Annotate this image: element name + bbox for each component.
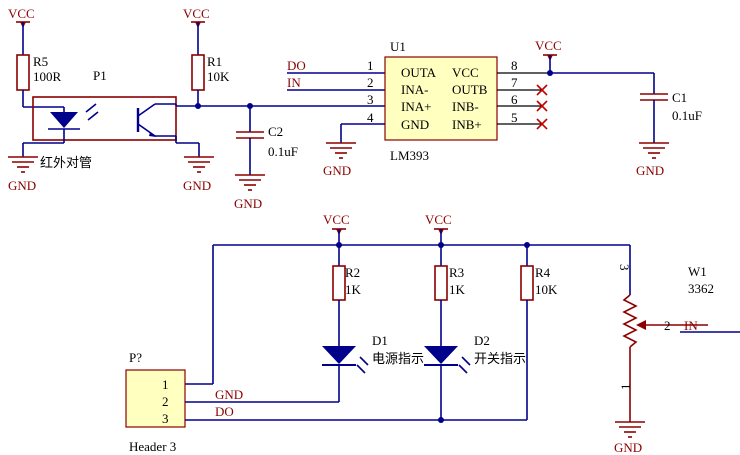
d1-led: D1 电源指示 [322, 333, 424, 402]
svg-text:7: 7 [511, 75, 518, 90]
svg-text:R3: R3 [449, 265, 464, 280]
svg-text:R5: R5 [33, 54, 48, 69]
u1-vcc: VCC [535, 38, 654, 76]
svg-text:GND: GND [401, 117, 429, 132]
c1-capacitor: C1 0.1uF GND [636, 73, 702, 178]
svg-text:100R: 100R [33, 69, 62, 84]
c2-capacitor: C2 0.1uF GND [234, 106, 298, 211]
r3-vcc: VCC [425, 212, 452, 266]
r1-resistor: R1 10K [191, 54, 230, 106]
svg-text:P1: P1 [93, 68, 107, 83]
vcc-rail-bottom [185, 242, 631, 385]
u1-gnd: GND [323, 123, 385, 178]
svg-text:D1: D1 [372, 333, 388, 348]
svg-text:INB+: INB+ [452, 117, 482, 132]
svg-text:VCC: VCC [535, 38, 562, 53]
svg-text:R1: R1 [207, 54, 222, 69]
svg-text:10K: 10K [535, 282, 558, 297]
svg-text:8: 8 [511, 58, 518, 73]
svg-text:GND: GND [215, 387, 243, 402]
svg-text:DO: DO [287, 58, 306, 73]
svg-text:R2: R2 [345, 265, 360, 280]
svg-text:OUTA: OUTA [401, 65, 437, 80]
svg-text:INB-: INB- [452, 99, 479, 114]
r2-vcc: VCC [323, 212, 350, 266]
svg-text:3362: 3362 [688, 281, 714, 296]
svg-text:1: 1 [618, 384, 633, 391]
svg-text:1K: 1K [345, 282, 362, 297]
svg-text:INA-: INA- [401, 82, 428, 97]
svg-text:1K: 1K [449, 282, 466, 297]
svg-text:OUTB: OUTB [452, 82, 488, 97]
do-in-nets: DO IN [287, 58, 385, 91]
svg-text:GND: GND [614, 440, 642, 455]
svg-text:5: 5 [511, 110, 518, 125]
r1-vcc: VCC [183, 6, 210, 55]
svg-text:DO: DO [215, 404, 234, 419]
r5-vcc: VCC [8, 6, 35, 55]
svg-text:GND: GND [323, 163, 351, 178]
svg-text:0.1uF: 0.1uF [672, 108, 702, 123]
svg-text:10K: 10K [207, 69, 230, 84]
svg-text:3: 3 [367, 92, 374, 107]
d2-led: D2 开关指示 [424, 333, 526, 423]
svg-text:1: 1 [162, 377, 169, 392]
svg-text:GND: GND [636, 163, 664, 178]
svg-text:VCC: VCC [323, 212, 350, 227]
svg-text:电源指示: 电源指示 [372, 352, 424, 367]
svg-text:2: 2 [664, 318, 671, 333]
svg-text:6: 6 [511, 92, 518, 107]
r2-resistor: R2 1K [332, 265, 362, 346]
p1-right-ground: GND [175, 136, 214, 193]
svg-text:Header 3: Header 3 [129, 439, 176, 454]
r3-resistor: R3 1K [434, 265, 466, 346]
svg-text:GND: GND [234, 196, 262, 211]
svg-text:VCC: VCC [425, 212, 452, 227]
svg-text:2: 2 [162, 394, 169, 409]
svg-text:3: 3 [162, 411, 169, 426]
svg-text:U1: U1 [390, 39, 406, 54]
svg-text:GND: GND [8, 178, 36, 193]
svg-text:VCC: VCC [452, 65, 479, 80]
svg-text:C1: C1 [672, 90, 687, 105]
in-plus-net [175, 103, 385, 109]
r4-resistor: R4 10K [520, 245, 558, 420]
svg-text:3: 3 [617, 264, 632, 271]
svg-text:IN: IN [684, 318, 698, 333]
svg-text:VCC: VCC [183, 6, 210, 21]
svg-text:W1: W1 [688, 264, 707, 279]
header-3: P? Header 3 1 2 3 GND DO [125, 350, 527, 454]
w1-potentiometer: W1 3362 3 1 2 IN GND [614, 264, 740, 455]
svg-text:GND: GND [183, 178, 211, 193]
svg-text:2: 2 [367, 75, 374, 90]
p1-ir-pair: P1 红外对管 [32, 68, 177, 171]
svg-text:VCC: VCC [8, 6, 35, 21]
svg-text:开关指示: 开关指示 [474, 352, 526, 367]
u1-lm393: U1 LM393 1 2 3 4 OUTA INA- INA+ GND VCC … [367, 39, 550, 163]
svg-text:INA+: INA+ [401, 99, 431, 114]
svg-text:R4: R4 [535, 265, 551, 280]
svg-text:IN: IN [287, 75, 301, 90]
svg-text:0.1uF: 0.1uF [268, 144, 298, 159]
p1-left-ground: GND [8, 140, 65, 193]
svg-text:红外对管: 红外对管 [40, 155, 92, 171]
svg-text:C2: C2 [268, 124, 283, 139]
svg-text:D2: D2 [474, 333, 490, 348]
svg-text:1: 1 [367, 58, 374, 73]
r5-resistor: R5 100R [16, 54, 62, 108]
svg-text:LM393: LM393 [390, 148, 429, 163]
svg-text:P?: P? [129, 350, 142, 365]
svg-text:4: 4 [367, 110, 374, 125]
